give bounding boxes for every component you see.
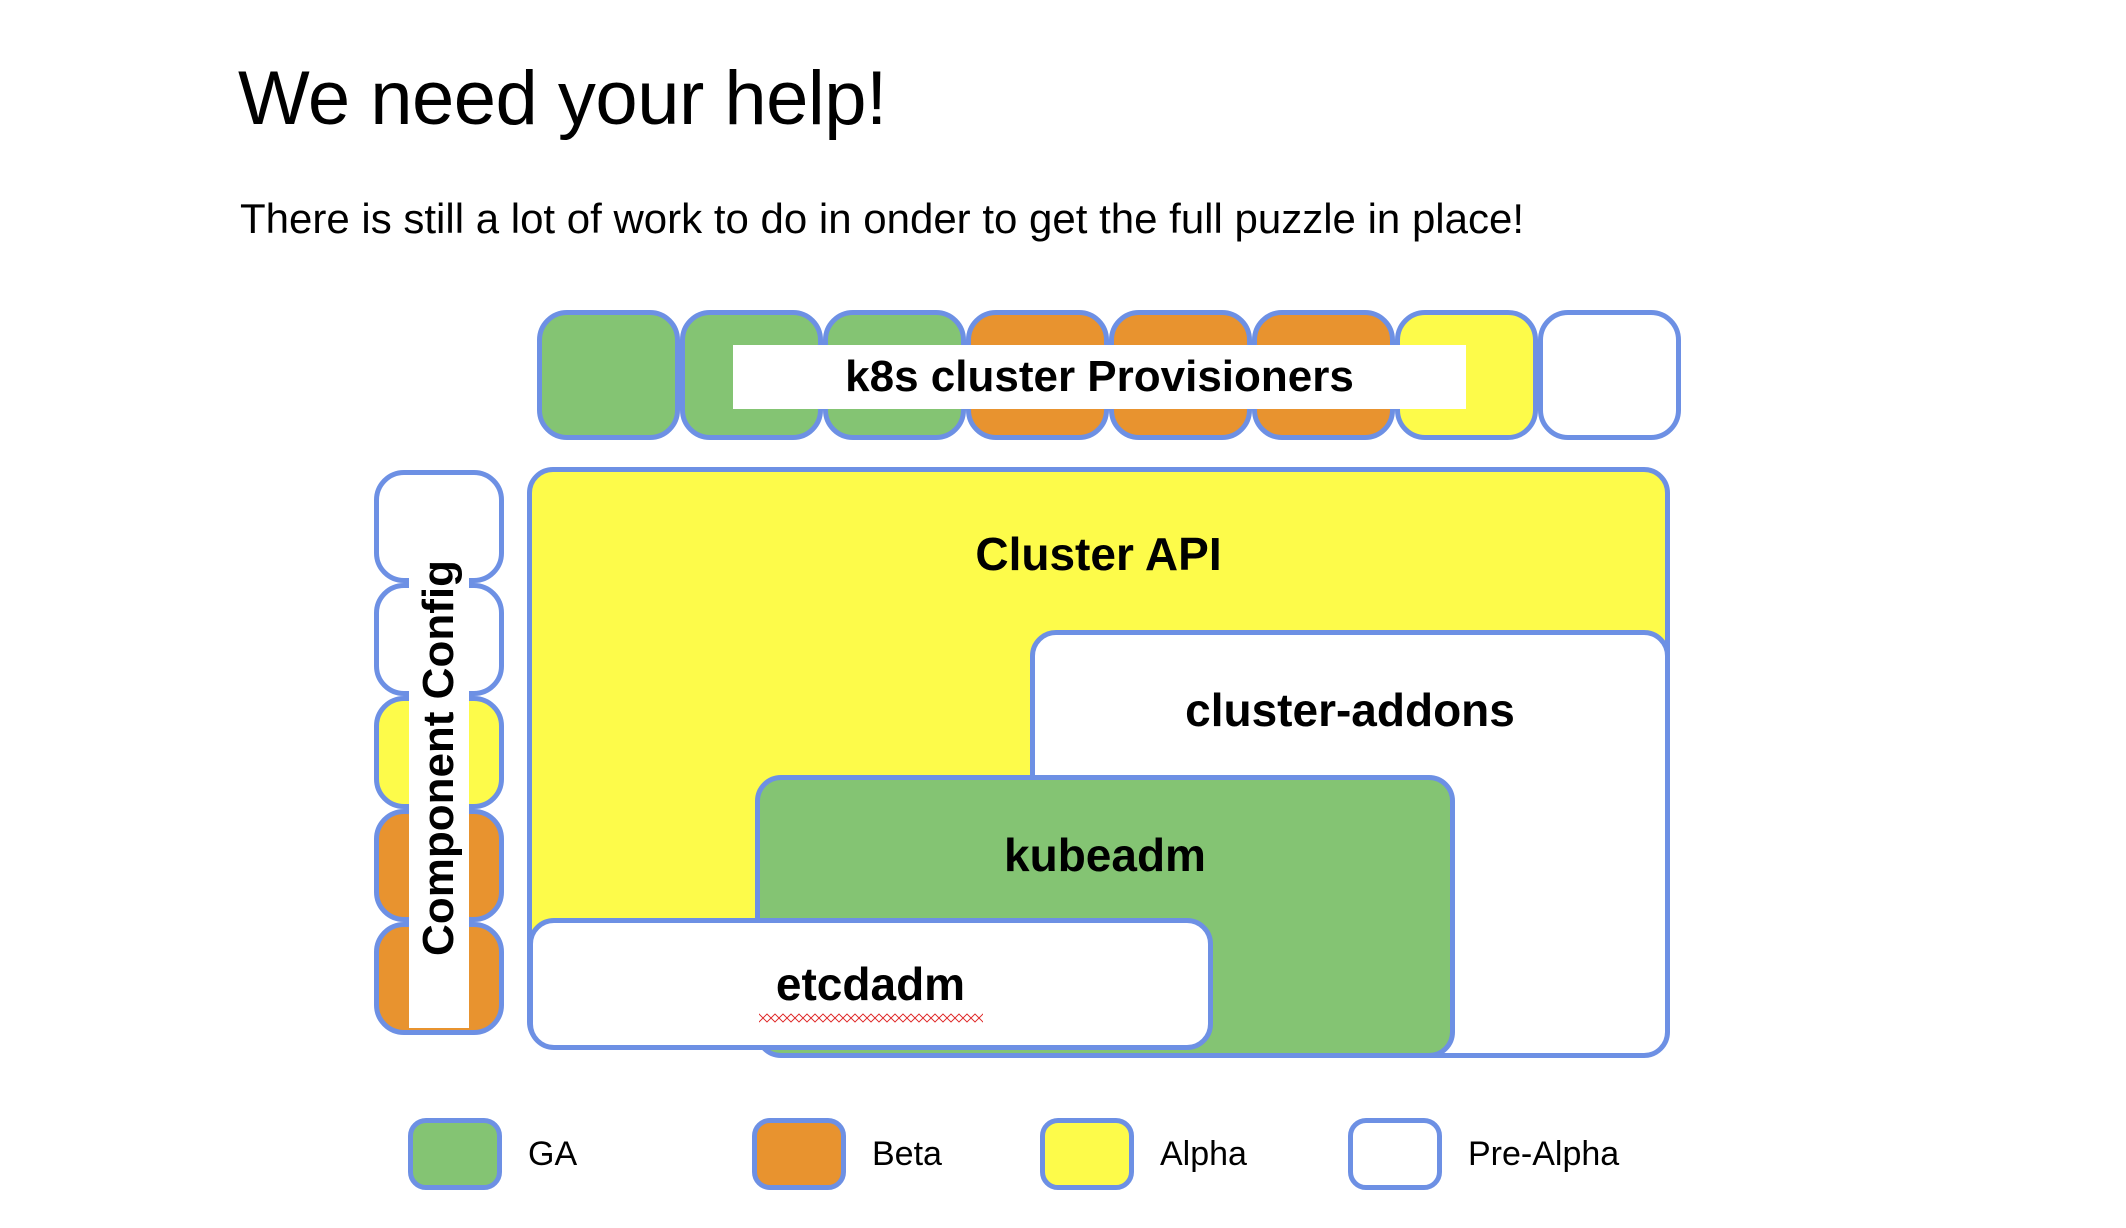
provisioner-box[interactable]	[537, 310, 680, 440]
legend-item-prealpha: Pre-Alpha	[1348, 1118, 1619, 1190]
legend-swatch-alpha	[1040, 1118, 1134, 1190]
legend-item-alpha: Alpha	[1040, 1118, 1247, 1190]
legend-label-ga: GA	[528, 1134, 578, 1173]
cluster-api-label: Cluster API	[975, 528, 1222, 580]
page-title: We need your help!	[238, 55, 887, 141]
legend-swatch-prealpha	[1348, 1118, 1442, 1190]
legend-item-ga: GA	[408, 1118, 577, 1190]
legend-label-beta: Beta	[872, 1134, 942, 1173]
spellcheck-underline-icon	[758, 1013, 983, 1023]
provisioner-banner-label: k8s cluster Provisioners	[733, 345, 1466, 409]
etcdadm-box[interactable]: etcdadm	[528, 918, 1213, 1050]
legend-swatch-ga	[408, 1118, 502, 1190]
legend-item-beta: Beta	[752, 1118, 942, 1190]
etcdadm-label: etcdadm	[775, 958, 966, 1010]
component-config-band: Component Config	[409, 488, 469, 1028]
kubeadm-label: kubeadm	[1004, 829, 1206, 881]
legend: GA Beta Alpha Pre-Alpha	[0, 1118, 2126, 1218]
page-subtitle: There is still a lot of work to do in on…	[240, 195, 1525, 242]
legend-swatch-beta	[752, 1118, 846, 1190]
legend-label-alpha: Alpha	[1160, 1134, 1247, 1173]
cluster-addons-label: cluster-addons	[1185, 684, 1515, 736]
provisioner-box[interactable]	[1538, 310, 1681, 440]
legend-label-prealpha: Pre-Alpha	[1468, 1134, 1620, 1173]
component-config-label: Component Config	[414, 560, 463, 956]
